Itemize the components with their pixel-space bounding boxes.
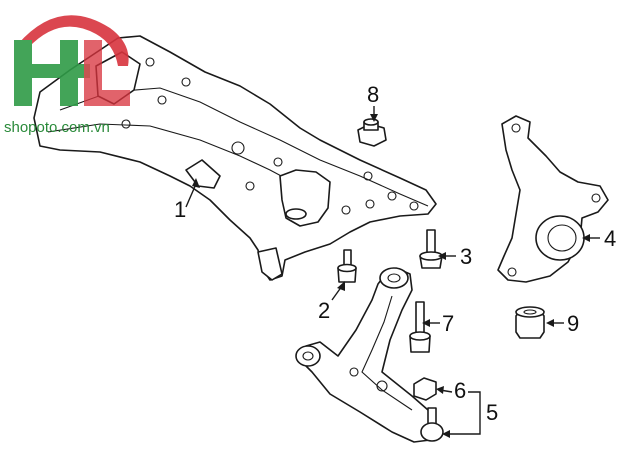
- svg-text:1: 1: [174, 197, 186, 222]
- callout-5: 5: [442, 391, 498, 438]
- svg-text:8: 8: [367, 82, 379, 107]
- bolt-part-2: [337, 249, 357, 283]
- svg-text:9: 9: [567, 311, 579, 336]
- callout-4: 4: [582, 226, 616, 251]
- bushing: [515, 306, 545, 339]
- callout-2: 2: [318, 281, 345, 323]
- watermark-logo: [14, 15, 130, 106]
- callout-8: 8: [367, 82, 379, 122]
- ball-joint: [420, 407, 444, 442]
- callout-9: 9: [546, 311, 579, 336]
- callout-1: 1: [174, 178, 200, 222]
- callout-7: 7: [422, 311, 454, 336]
- lower-control-arm: [295, 267, 437, 443]
- svg-text:5: 5: [486, 400, 498, 425]
- svg-text:3: 3: [460, 244, 472, 269]
- nut-part-6: [413, 377, 437, 401]
- svg-text:2: 2: [318, 298, 330, 323]
- svg-text:7: 7: [442, 311, 454, 336]
- callout-3: 3: [438, 244, 472, 269]
- bolt-part-7: [409, 301, 431, 353]
- watermark-site: shopoto.com.vn: [4, 119, 110, 136]
- steering-knuckle: [497, 115, 609, 283]
- callout-6: 6: [436, 378, 466, 403]
- svg-text:4: 4: [604, 226, 616, 251]
- bolt-part-3: [419, 229, 443, 269]
- svg-text:6: 6: [454, 378, 466, 403]
- nut-part-8: [357, 118, 387, 147]
